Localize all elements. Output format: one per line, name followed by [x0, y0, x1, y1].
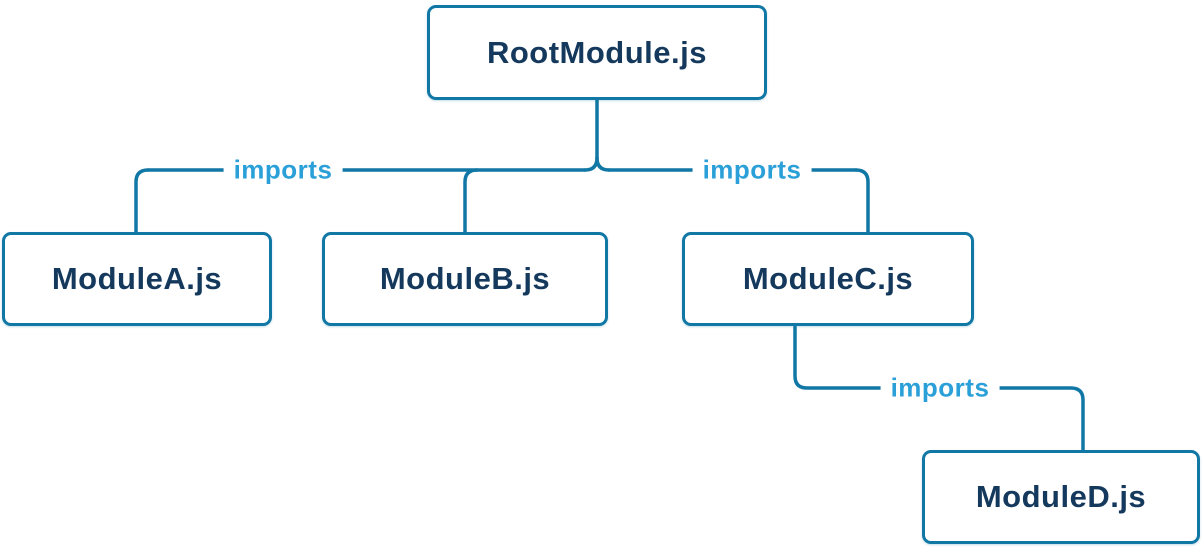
node-rootmodule: RootModule.js — [427, 5, 767, 100]
edge-label-imports-right: imports — [692, 154, 812, 186]
node-module-a: ModuleA.js — [2, 232, 272, 326]
node-module-c: ModuleC.js — [682, 232, 974, 326]
node-module-b-label: ModuleB.js — [379, 261, 551, 296]
edge-root-fork-right — [595, 156, 611, 172]
edge-drop-module-c — [854, 168, 870, 234]
node-rootmodule-label: RootModule.js — [486, 34, 708, 70]
edge-root-fork-left — [583, 156, 599, 172]
edge-label-imports-bottom: imports — [880, 372, 1000, 404]
edge-drop-module-b — [463, 168, 479, 234]
node-module-c-label: ModuleC.js — [742, 261, 914, 296]
node-module-a-label: ModuleA.js — [51, 261, 223, 296]
node-module-d: ModuleD.js — [922, 450, 1200, 544]
node-module-d-label: ModuleD.js — [975, 479, 1147, 514]
edge-drop-module-a — [134, 168, 150, 234]
edge-label-imports-left: imports — [223, 154, 343, 186]
node-module-b: ModuleB.js — [322, 232, 608, 326]
